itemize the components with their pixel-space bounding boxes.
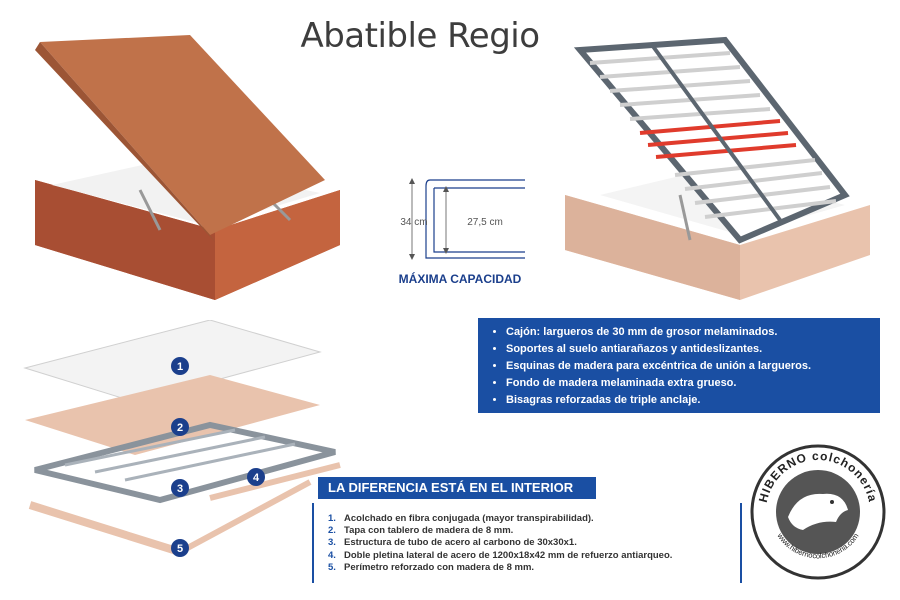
page-title: Abatible Regio [300, 16, 540, 56]
layer-badge-1: 1 [171, 357, 189, 375]
bed-illustration-slats [565, 36, 870, 300]
layer-badge-4: 4 [247, 468, 265, 486]
capacity-dimension-diagram: 34 cm 27,5 cm [400, 178, 525, 260]
feature-item: Cajón: largueros de 30 mm de grosor mela… [506, 324, 870, 341]
layer-badge-3: 3 [171, 479, 189, 497]
feature-item: Fondo de madera melaminada extra grueso. [506, 375, 870, 392]
spec-item: 5.Perímetro reforzado con madera de 8 mm… [328, 561, 535, 573]
layer-badge-5: 5 [171, 539, 189, 557]
spec-item: 3.Estructura de tubo de acero al carbono… [328, 537, 577, 549]
svg-text:4: 4 [253, 472, 260, 484]
layer-badge-2: 2 [171, 418, 189, 436]
svg-text:2: 2 [177, 422, 183, 434]
hiberno-logo: HIBERNO colchonería www.hibernocolchoner… [750, 444, 886, 580]
feature-item: Esquinas de madera para excéntrica de un… [506, 358, 870, 375]
features-box: Cajón: largueros de 30 mm de grosor mela… [478, 318, 880, 413]
spec-item: 4.Doble pletina lateral de acero de 1200… [328, 549, 673, 561]
max-capacity-caption: MÁXIMA CAPACIDAD [398, 272, 522, 286]
svg-text:5: 5 [177, 543, 183, 555]
inner-height-label: 27,5 cm [467, 217, 503, 228]
spec-item: 2.Tapa con tablero de madera de 8 mm. [328, 525, 514, 537]
svg-text:1: 1 [177, 361, 183, 373]
feature-item: Soportes al suelo antiarañazos y antides… [506, 341, 870, 358]
spec-list-box: 1.Acolchado en fibra conjugada (mayor tr… [312, 503, 742, 583]
svg-text:3: 3 [177, 483, 183, 495]
exploded-layers-diagram: 1 2 3 4 5 [23, 320, 341, 557]
outer-height-label: 34 cm [400, 217, 427, 228]
bed-illustration-lid [35, 35, 340, 300]
spec-item: 1.Acolchado en fibra conjugada (mayor tr… [328, 513, 594, 524]
difference-banner: LA DIFERENCIA ESTÁ EN EL INTERIOR [318, 477, 596, 499]
feature-item: Bisagras reforzadas de triple anclaje. [506, 392, 870, 409]
